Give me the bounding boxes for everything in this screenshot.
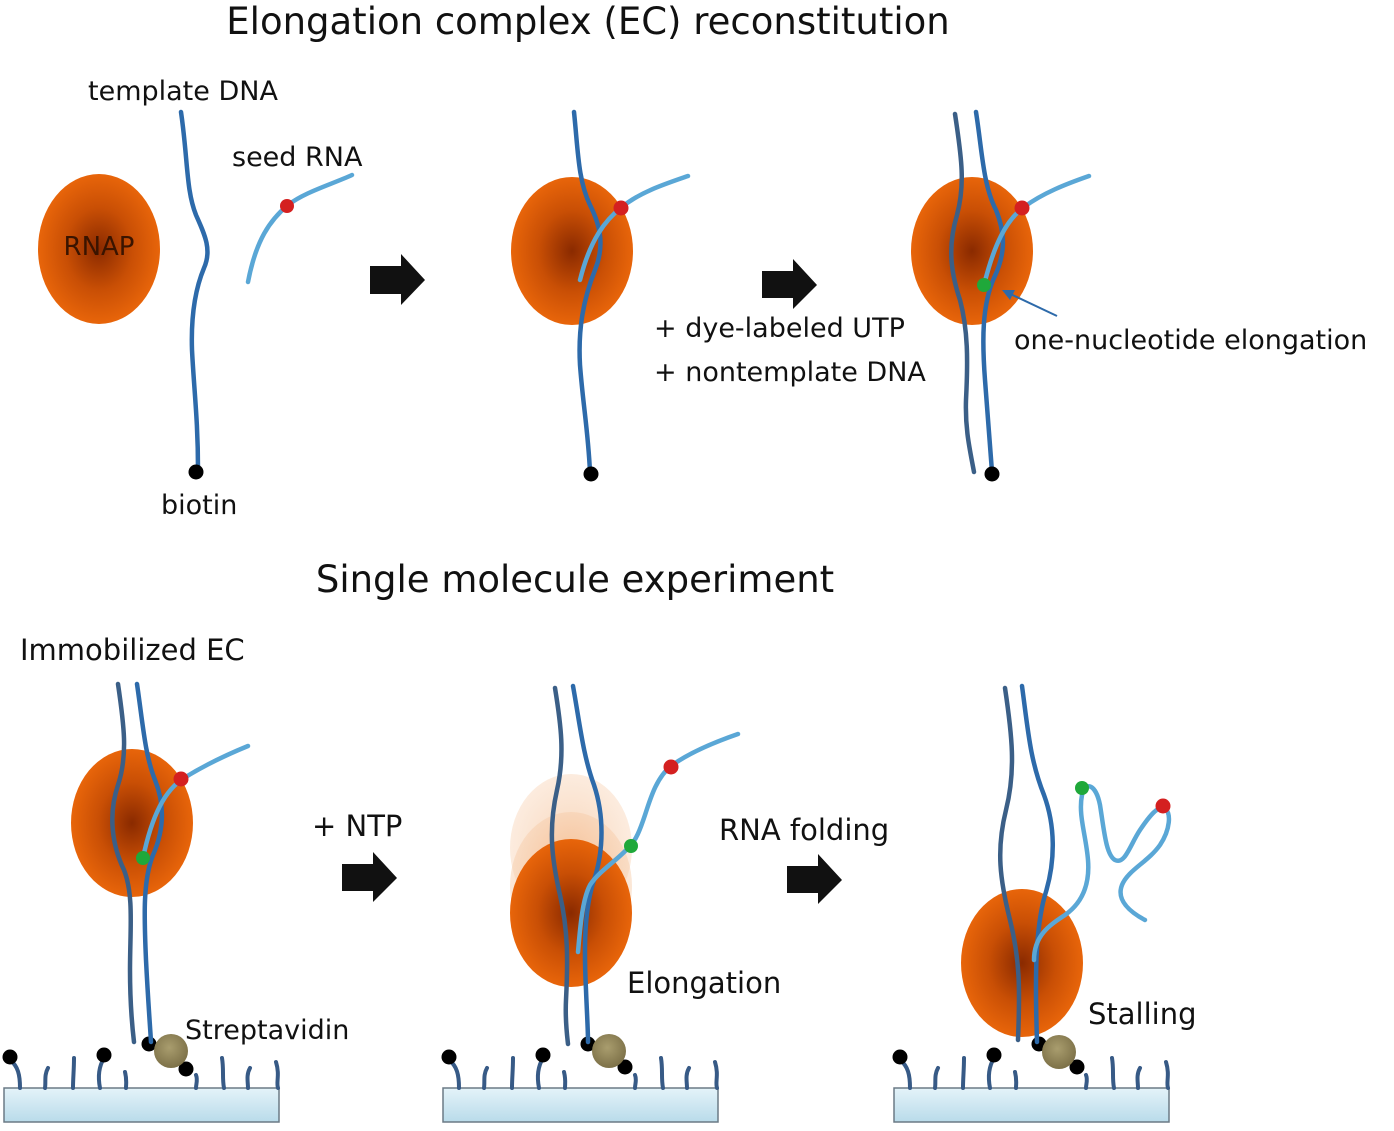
red-dye-dot [173,771,189,787]
biotin-dot [617,1059,633,1075]
green-dye-dot [1075,781,1089,795]
biotin-dot [1069,1059,1085,1075]
surface-slide [893,1087,1170,1123]
template-dna-strand [973,109,1006,475]
nontemplate-dna-strand [549,685,571,1047]
template-dna-strand [178,109,210,473]
biotin-dot [188,464,204,480]
seed-rna-label: seed RNA [232,142,363,173]
biotin-label: biotin [161,490,237,521]
rnap-oval [911,177,1033,325]
biotin-dot [984,466,1000,482]
biotin-dot [535,1047,551,1063]
pointer-arrow-icon [1003,290,1058,317]
bottom-heading: Single molecule experiment [316,558,834,601]
rna-strand [575,731,741,955]
rnap-label: RNAP [64,232,135,262]
arrow-icon [370,254,425,305]
top-step-3: one-nucleotide elongation [911,109,1367,482]
rnap-oval [510,839,632,987]
red-dye-dot [613,200,629,216]
template-dna-label: template DNA [88,76,278,107]
surface-slide [442,1087,719,1123]
arrow-icon [787,854,842,904]
stalling-label: Stalling [1088,997,1197,1031]
ntp-label: + NTP [312,809,402,843]
green-dye-dot [977,278,991,292]
biotin-dot [986,1047,1002,1063]
nontemplate-dna-strand [949,111,977,475]
bottom-panel-immobilized: Streptavidin [2,681,349,1123]
surface-tethers [898,1056,1170,1090]
biotin-dot [2,1049,18,1065]
step-label-nontemplate: + nontemplate DNA [654,357,926,388]
streptavidin-sphere [1042,1035,1076,1069]
nontemplate-dna-strand [110,681,137,1045]
template-dna-strand [571,109,603,475]
seed-rna-strand [245,172,355,285]
red-dye-dot [663,759,679,775]
green-dye-dot [136,851,150,865]
surface-tethers [8,1056,280,1090]
red-dye-dot [280,199,294,213]
streptavidin-label: Streptavidin [185,1015,349,1046]
surface-slide [3,1087,280,1123]
biotin-dot [892,1049,908,1065]
template-dna-strand [134,681,165,1045]
biotin-dot [178,1061,194,1077]
red-dye-dot [1014,200,1030,216]
pointer-arrowhead-icon [1002,290,1015,300]
arrow-icon [762,259,817,309]
top-step-1: RNAP template DNA seed RNA biotin [38,76,363,521]
biotin-dot [441,1049,457,1065]
elongation-label: Elongation [627,966,781,1000]
top-step-2 [511,109,691,482]
rnap-oval [511,177,633,325]
streptavidin-sphere [154,1034,188,1068]
rnap-oval [38,174,160,324]
step-label-utp: + dye-labeled UTP [654,313,905,344]
immobilized-label: Immobilized EC [20,633,245,667]
surface-tethers [447,1056,719,1090]
green-dye-dot [624,839,638,853]
biotin-dot [96,1047,112,1063]
folding-label: RNA folding [719,813,889,847]
arrow-icon [342,852,397,902]
rnap-oval [961,889,1083,1037]
top-heading: Elongation complex (EC) reconstitution [226,0,949,43]
rna-strand [1031,784,1172,963]
biotin-dot [583,466,599,482]
bottom-panel-stalling: Stalling [892,683,1197,1123]
streptavidin-sphere [592,1034,626,1068]
bottom-panel-elongation: Elongation [441,683,781,1123]
nontemplate-dna-strand [998,685,1022,1043]
template-dna-strand [1019,683,1055,1045]
rnap-oval [71,749,193,897]
red-dye-dot [1155,798,1171,814]
elongation-note-label: one-nucleotide elongation [1014,325,1367,356]
